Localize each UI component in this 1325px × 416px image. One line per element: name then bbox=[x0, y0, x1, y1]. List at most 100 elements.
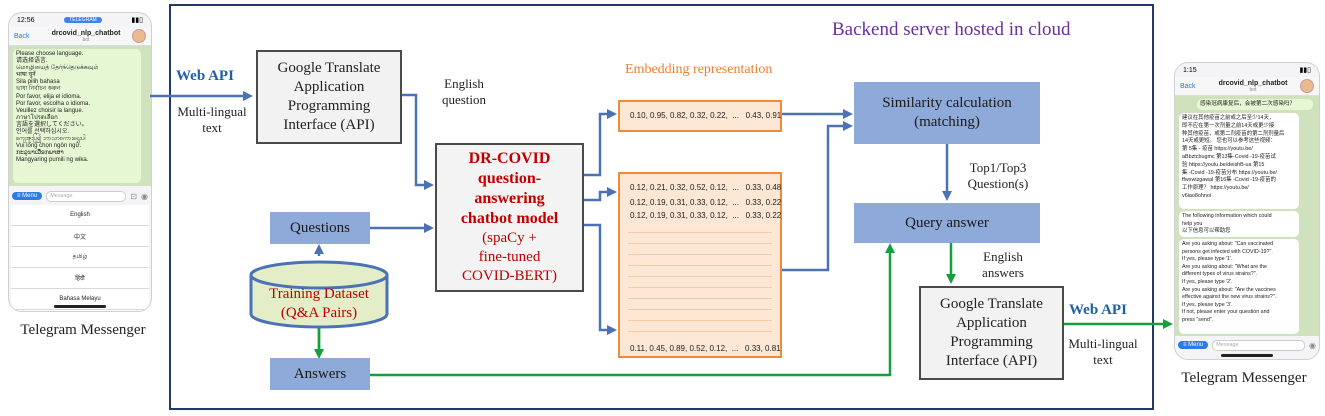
similarity-calculation-label: Similarity calculation(matching) bbox=[882, 94, 1012, 132]
bot-option-line: If yes, please type '3'. bbox=[1182, 301, 1233, 308]
language-option-button[interactable]: English bbox=[11, 205, 149, 226]
battery-icon: ▮▮▯ bbox=[131, 17, 143, 24]
bot-info-line: help you bbox=[1182, 220, 1203, 227]
embedding-placeholder-row bbox=[628, 265, 772, 266]
mic-icon[interactable]: ◉ bbox=[1309, 340, 1316, 350]
language-prompt-line: ກະລຸນາເລືອກພາສາ bbox=[16, 150, 64, 157]
embedding-row-1: 0.12, 0.21, 0.32, 0.52, 0.12, ... 0.33, … bbox=[630, 183, 782, 192]
chatbot-subtitle-line: (spaCy + bbox=[482, 230, 537, 246]
bot-option-line: If not, please enter your question and bbox=[1182, 309, 1270, 316]
chat-subtitle: bot bbox=[82, 36, 90, 43]
bot-option-line: Are you asking about: "Can vaccinated bbox=[1182, 241, 1274, 247]
status-time: 1:15 bbox=[1183, 66, 1197, 74]
embedding-placeholder-row bbox=[628, 331, 772, 332]
training-dataset-line: Training Dataset bbox=[269, 286, 369, 302]
answers-box: Answers bbox=[270, 358, 370, 390]
embedding-row-last: 0.11, 0.45, 0.89, 0.52, 0.12, ... 0.33, … bbox=[630, 344, 781, 353]
embedding-placeholder-row bbox=[628, 276, 772, 277]
query-answer-box: Query answer bbox=[854, 203, 1040, 243]
language-prompt-line: 언어를 선택하십시오. bbox=[16, 129, 70, 136]
bot-option-line: If yes, please type '1'. bbox=[1182, 256, 1233, 263]
bot-reply-line: 即不应在第一次剂量之前14天或更少接 bbox=[1182, 122, 1275, 129]
chat-title: drcovid_nlp_chatbot bot bbox=[1206, 80, 1300, 93]
language-prompt-line: Veuillez choisir la langue. bbox=[16, 107, 84, 114]
chatbot-subtitle-line: COVID-BERT) bbox=[462, 268, 557, 284]
training-dataset-text: Training Dataset (Q&A Pairs) bbox=[251, 285, 387, 323]
telegram-pill: TELEGRAM bbox=[64, 17, 102, 23]
bot-reply-line: 种其他疫苗，或第二剂疫苗的第二剂剂量后 bbox=[1182, 130, 1285, 137]
answer-embedding-matrix: 0.12, 0.21, 0.32, 0.52, 0.12, ... 0.33, … bbox=[618, 172, 782, 358]
message-input[interactable]: Message bbox=[1212, 339, 1306, 351]
language-prompt-line: ภาษาโปรดเลือก bbox=[16, 114, 58, 121]
message-input[interactable]: Message bbox=[46, 190, 127, 202]
backend-server-frame bbox=[169, 4, 1154, 410]
multi-lingual-out-line: text bbox=[1093, 352, 1113, 367]
chatbot-title-line: chatbot model bbox=[460, 210, 559, 227]
english-question-line: question bbox=[441, 92, 487, 107]
bot-reply-line: 集 -Covid -19-疫苗分布 https://youtu.be/ bbox=[1182, 169, 1277, 176]
bot-reply-line: 验 https://youtu.be/deishB-ua 第15 bbox=[1182, 161, 1265, 168]
menu-icon: ≡ bbox=[1183, 342, 1189, 348]
battery-icon: ▮▮▯ bbox=[1299, 67, 1311, 74]
language-option-button[interactable]: Bahasa Melayu bbox=[11, 289, 149, 310]
bot-reply-line: 第 5集 - 疫苗 https://youtu.be/ bbox=[1182, 146, 1253, 153]
chat-area: 感染冠病康复后，会被第二次感染吗？ 建议在其他疫苗之前或之后至少14天，即不应在… bbox=[1175, 96, 1319, 336]
bot-avatar[interactable] bbox=[132, 29, 146, 43]
chat-subtitle: bot bbox=[1249, 86, 1257, 93]
menu-button[interactable]: ≡ Menu bbox=[1178, 341, 1209, 349]
web-api-out-label: Web API bbox=[1069, 302, 1127, 318]
training-dataset-line: (Q&A Pairs) bbox=[280, 305, 358, 321]
sticker-icon[interactable]: ⊡ bbox=[130, 191, 138, 201]
similarity-calculation-box: Similarity calculation(matching) bbox=[854, 82, 1040, 144]
bot-info-line: The following information which could bbox=[1182, 213, 1272, 219]
language-prompt-line: Please choose language. bbox=[16, 51, 84, 57]
language-prompt-line: Por favor, elija el idioma. bbox=[16, 93, 82, 100]
status-bar: 1:15 ▮▮▯ bbox=[1175, 63, 1319, 77]
questions-label: Questions bbox=[290, 219, 350, 236]
menu-button[interactable]: ≡ Menu bbox=[12, 192, 43, 200]
home-indicator bbox=[54, 305, 106, 308]
language-option-button[interactable]: 中文 bbox=[11, 226, 149, 247]
similarity-line: Similarity calculation bbox=[882, 95, 1012, 111]
right-telegram-phone: 1:15 ▮▮▯ Back drcovid_nlp_chatbot bot 感染… bbox=[1174, 62, 1320, 360]
back-button[interactable]: Back bbox=[1180, 82, 1196, 90]
menu-label: Menu bbox=[22, 193, 38, 199]
chat-name: drcovid_nlp_chatbot bbox=[51, 29, 121, 37]
translate-api-line: Google Translate bbox=[940, 296, 1043, 312]
language-prompt-line: 请选择语言. bbox=[16, 58, 48, 65]
embedding-representation-label: Embedding representation bbox=[625, 62, 773, 77]
language-option-button[interactable]: हिंदी bbox=[11, 268, 149, 289]
query-answer-label: Query answer bbox=[905, 214, 989, 231]
mic-icon[interactable]: ◉ bbox=[141, 191, 148, 201]
bot-reply-text: 建议在其他疫苗之前或之后至少14天，即不应在第一次剂量之前14天或更少接种其他疫… bbox=[1182, 115, 1296, 201]
chat-name: drcovid_nlp_chatbot bbox=[1218, 79, 1288, 87]
web-api-in-label: Web API bbox=[176, 68, 234, 84]
home-indicator bbox=[1221, 354, 1273, 357]
arrow-chatbot-to-matrix-top bbox=[584, 187, 617, 202]
bot-reply-line: ffwxwizgawal 第16集 -Covid -19-疫苗的 bbox=[1182, 177, 1276, 184]
translate-api-line: Application bbox=[956, 315, 1027, 331]
bot-reply-line: 建议在其他疫苗之前或之后至少14天， bbox=[1182, 115, 1275, 121]
english-answers-line: answers bbox=[982, 265, 1024, 280]
bot-avatar[interactable] bbox=[1300, 79, 1314, 93]
translate-api-line: Google Translate bbox=[277, 60, 381, 76]
language-prompt-line: Mangyaring pumili ng wika. bbox=[16, 157, 89, 164]
language-prompt-bubble: Please choose language.请选择语言.மொழியைத் தே… bbox=[13, 49, 141, 183]
backend-title: Backend server hosted in cloud bbox=[832, 19, 1071, 40]
input-bar: ≡ Menu Message ⊡ ◉ bbox=[12, 189, 148, 203]
arrow-chatbot-to-qvec bbox=[584, 109, 617, 177]
language-option-button[interactable]: தமிழ் bbox=[11, 247, 149, 268]
language-prompt-line: Por favor, escolha o idioma. bbox=[16, 100, 91, 107]
back-button[interactable]: Back bbox=[14, 32, 30, 40]
arrow-chatbot-to-matrix-bottom bbox=[584, 223, 617, 335]
language-prompt-line: Sila pilih bahasa bbox=[16, 79, 60, 86]
